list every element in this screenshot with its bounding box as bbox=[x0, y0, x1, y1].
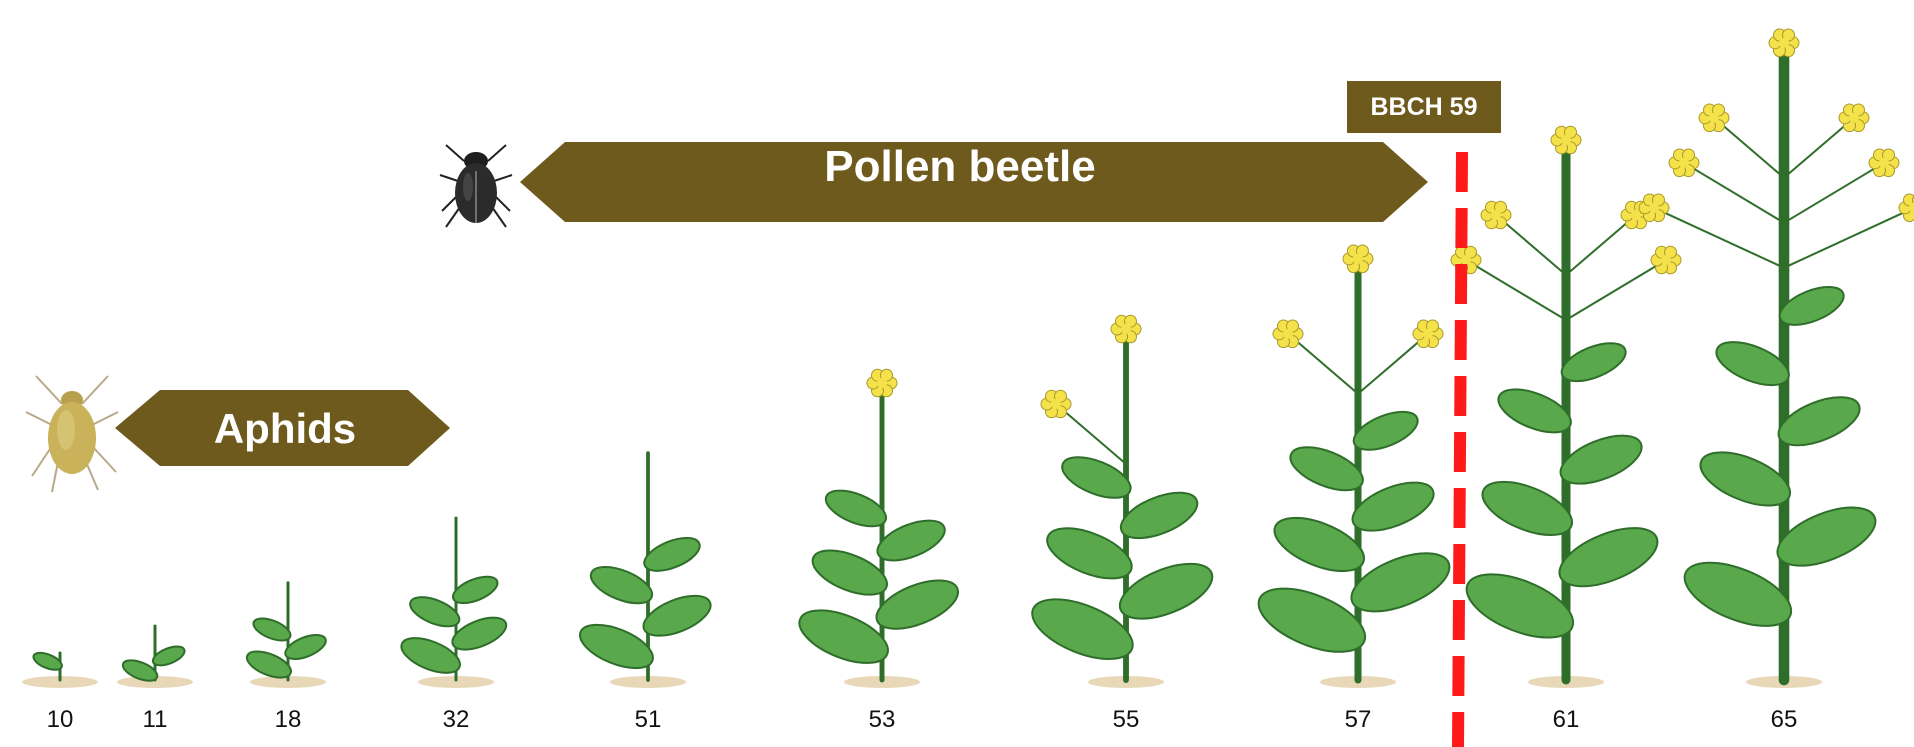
flower bbox=[1779, 38, 1789, 48]
flower bbox=[1353, 254, 1363, 264]
flower bbox=[1461, 255, 1471, 265]
flower bbox=[1631, 210, 1641, 220]
bbch-59-marker-line bbox=[1458, 152, 1462, 747]
plants-group bbox=[22, 29, 1914, 688]
beetle-icon bbox=[440, 145, 512, 227]
flower bbox=[1423, 329, 1433, 339]
plant-stage-65 bbox=[1639, 29, 1914, 688]
plant-stage-11 bbox=[117, 626, 193, 688]
plant-stage-10 bbox=[22, 649, 98, 688]
plant-stage-51 bbox=[574, 453, 716, 688]
stage-label-18: 18 bbox=[275, 706, 302, 734]
stage-label-51: 51 bbox=[635, 706, 662, 734]
flower bbox=[1679, 158, 1689, 168]
flower bbox=[1849, 113, 1859, 123]
aphids-label: Aphids bbox=[115, 405, 455, 453]
plant-stage-32 bbox=[397, 518, 511, 688]
flower bbox=[1879, 158, 1889, 168]
flower bbox=[1649, 203, 1659, 213]
stage-label-11: 11 bbox=[143, 706, 168, 734]
plant-stage-57 bbox=[1250, 245, 1457, 688]
plant-stage-55 bbox=[1024, 315, 1220, 688]
stage-label-55: 55 bbox=[1113, 706, 1140, 734]
aphid-icon bbox=[26, 376, 118, 492]
stage-label-65: 65 bbox=[1771, 706, 1798, 734]
flower bbox=[877, 378, 887, 388]
flower bbox=[1283, 329, 1293, 339]
stage-label-61: 61 bbox=[1553, 706, 1580, 734]
flower bbox=[1561, 135, 1571, 145]
bbch-59-marker-label: BBCH 59 bbox=[1347, 81, 1501, 133]
stage-label-32: 32 bbox=[443, 706, 470, 734]
plant-stage-18 bbox=[243, 583, 329, 688]
flower bbox=[1121, 324, 1131, 334]
flower bbox=[1051, 399, 1061, 409]
flower-branch bbox=[1684, 163, 1784, 223]
stage-label-53: 53 bbox=[869, 706, 896, 734]
flower-branch bbox=[1784, 163, 1884, 223]
flower bbox=[1491, 210, 1501, 220]
flower bbox=[1709, 113, 1719, 123]
stage-label-57: 57 bbox=[1345, 706, 1372, 734]
flower-branch bbox=[1466, 260, 1566, 320]
flower bbox=[1661, 255, 1671, 265]
flower-branch bbox=[1566, 260, 1666, 320]
flower-branch bbox=[1784, 208, 1914, 268]
plant-stage-53 bbox=[792, 369, 964, 688]
pollen-beetle-label: Pollen beetle bbox=[520, 142, 1400, 192]
stage-label-10: 10 bbox=[47, 706, 74, 734]
